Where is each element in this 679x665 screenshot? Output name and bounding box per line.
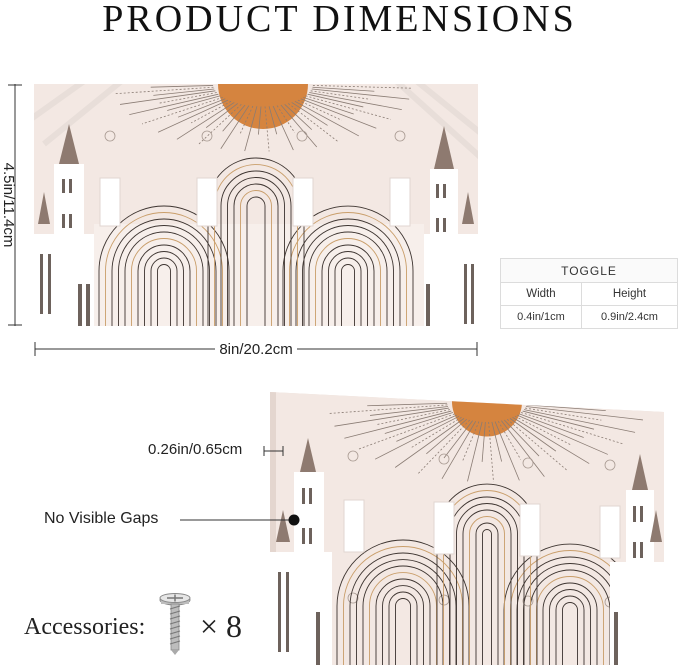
sun-shape-2 [451, 400, 522, 437]
dot-marker-icon [288, 514, 300, 526]
plate-artwork [34, 84, 478, 326]
width-label-wrap: 8in/20.2cm [34, 341, 478, 359]
switch-plate-angled [270, 392, 664, 665]
gaps-pointer [180, 514, 300, 526]
no-gaps-label: No Visible Gaps [44, 510, 159, 527]
toggle-col-height: Height [580, 282, 679, 306]
plate-artwork-angled [270, 392, 664, 665]
height-dimension-line [8, 84, 22, 326]
thickness-marker [263, 446, 284, 456]
toggle-height-value: 0.9in/2.4cm [580, 305, 679, 329]
page-title: PRODUCT DIMENSIONS [102, 0, 577, 40]
toggle-size-table: TOGGLE Width Height 0.4in/1cm 0.9in/2.4c… [500, 258, 679, 329]
toggle-col-width: Width [500, 282, 582, 306]
switch-plate-front [34, 84, 478, 326]
toggle-table-header: TOGGLE [500, 258, 678, 283]
sun-shape [218, 84, 308, 129]
thickness-label: 0.26in/0.65cm [148, 441, 243, 458]
accessories-label: Accessories: [24, 614, 146, 640]
accessories-count: × 8 [200, 608, 243, 644]
height-label: 4.5in/11.4cm [0, 162, 17, 248]
screw-icon [159, 593, 191, 655]
width-label: 8in/20.2cm [215, 341, 297, 358]
toggle-width-value: 0.4in/1cm [500, 305, 582, 329]
